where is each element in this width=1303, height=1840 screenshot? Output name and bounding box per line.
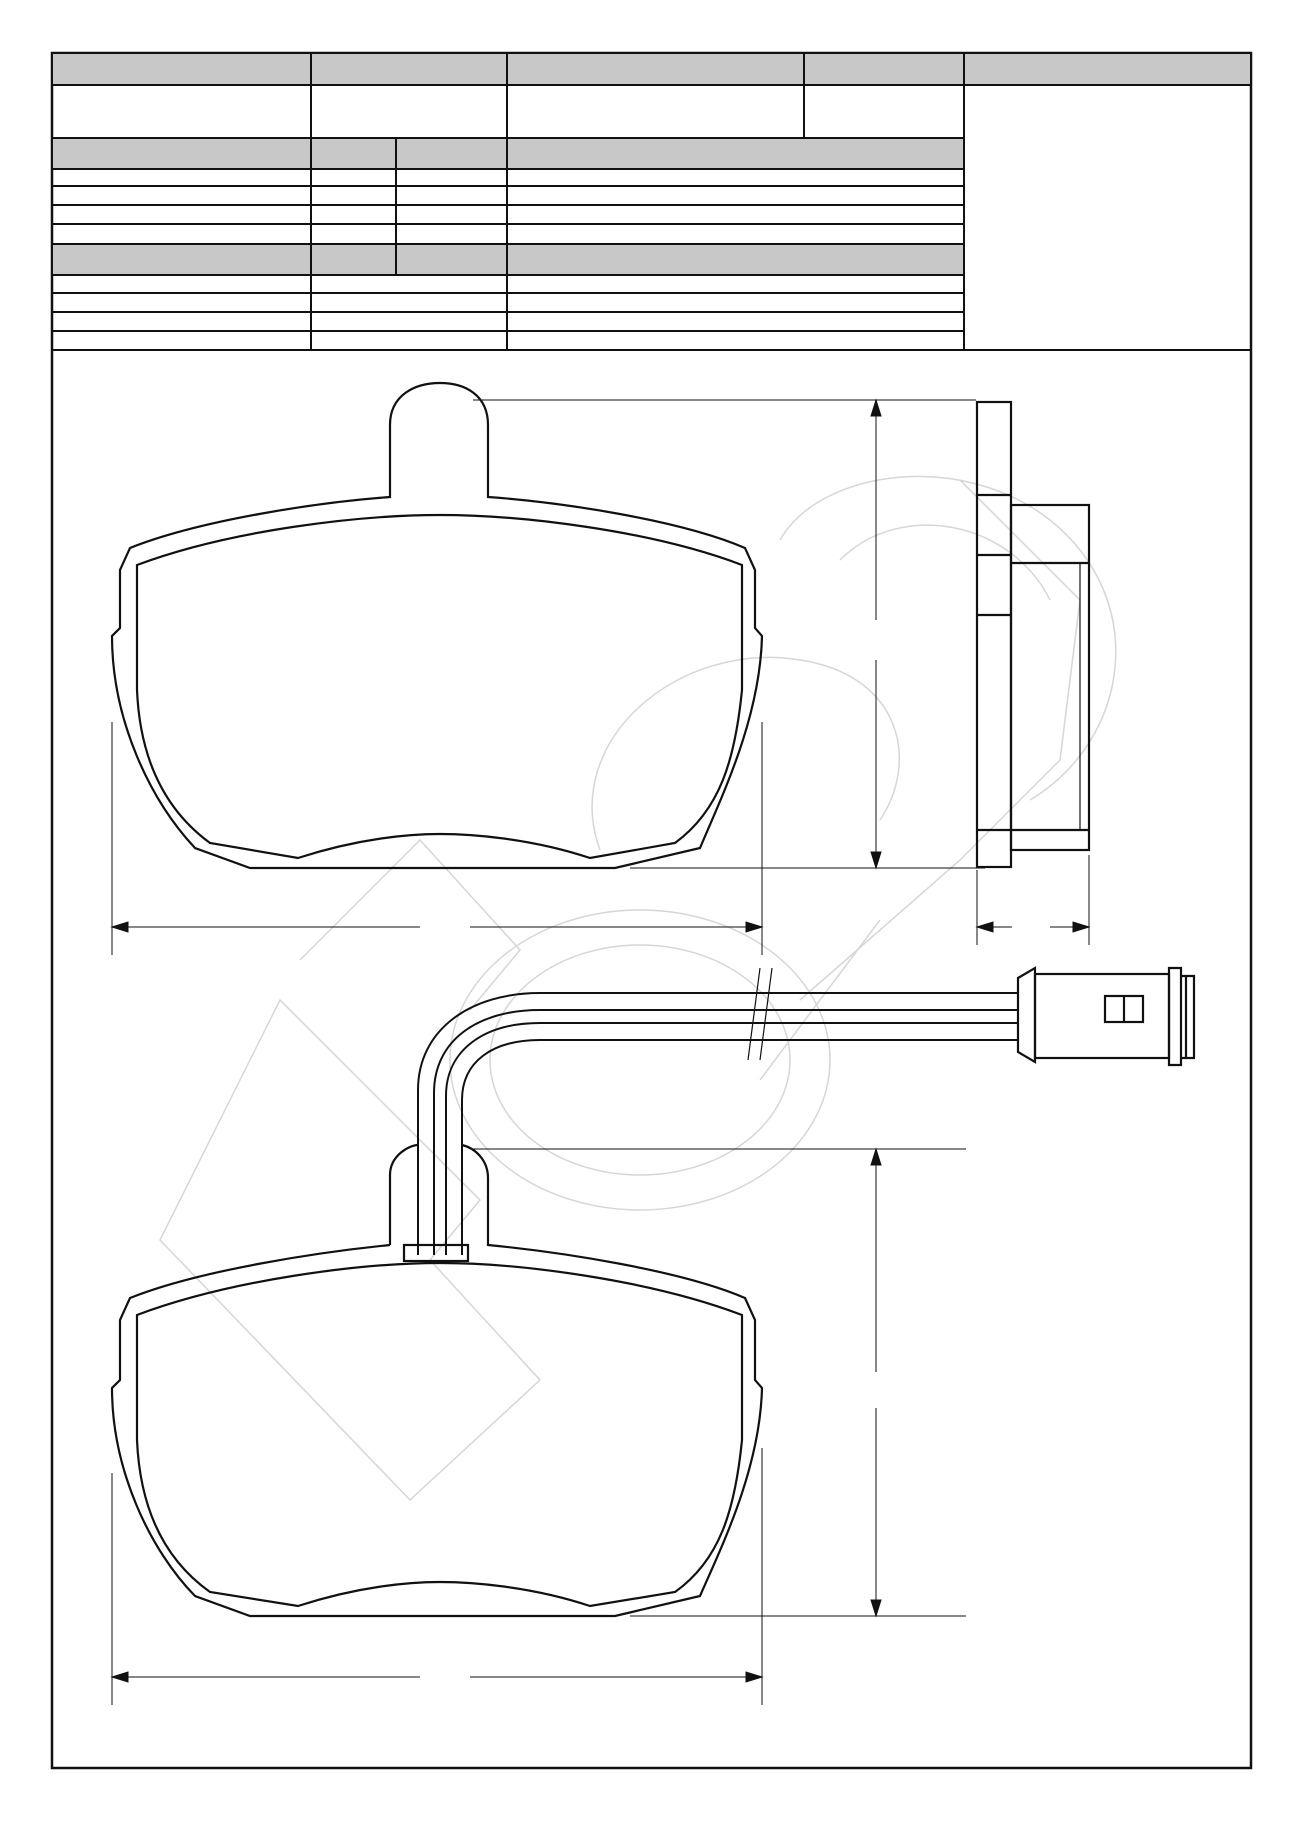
top-pad-backing-plate [110,381,764,870]
wear-sensor-cable [417,967,1018,1255]
bottom-pad-friction-material [135,1261,744,1608]
side-backing-plate [975,400,1013,869]
title-block [52,53,1251,351]
side-thickness-dimension [975,855,1091,945]
side-friction-block [1009,503,1091,852]
top-pad-front-view [110,381,764,870]
table2-header-fill [53,245,964,275]
watermark-logo [159,475,1117,1502]
table1-header-fill [53,139,964,169]
header-row-fill [53,54,1250,85]
sensor-clip [402,1243,470,1263]
bottom-pad-dimensions [110,1147,966,1705]
sheet-border [50,51,1253,1770]
top-pad-dimensions [110,398,985,955]
wear-sensor-connector [1016,966,1196,1067]
connector-body [1016,966,1037,1064]
pad-side-view [975,400,1091,869]
bottom-pad-front-view [110,1143,764,1618]
top-pad-friction-material [135,513,744,860]
bottom-pad-backing-plate [110,1143,764,1618]
